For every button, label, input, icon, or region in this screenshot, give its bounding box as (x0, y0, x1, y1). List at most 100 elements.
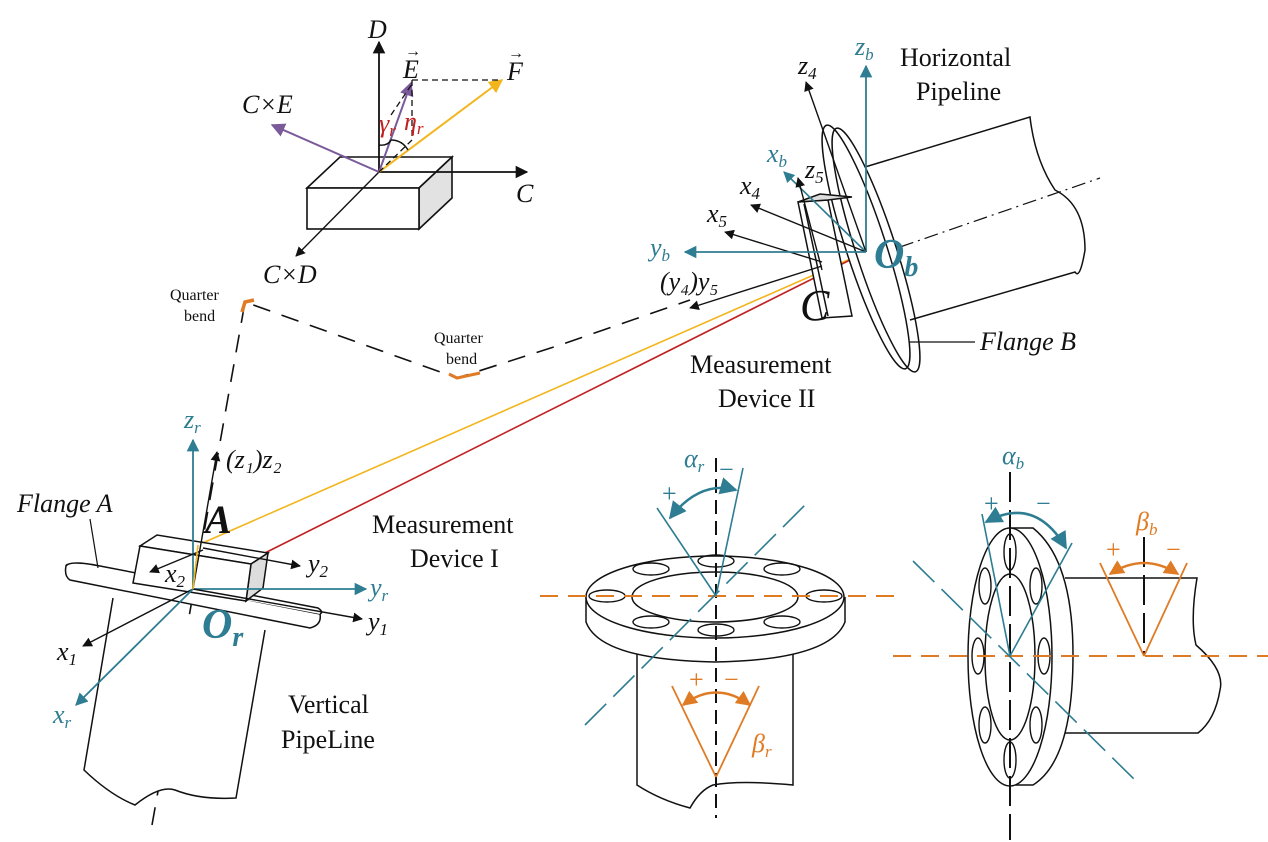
detail-b-alpha-label: αb (1002, 441, 1024, 473)
label-c-axis: C (516, 179, 534, 208)
measurement-device-1 (132, 534, 271, 603)
label-y4y5: (y₄)y₅ (660, 267, 718, 296)
label-z5: z5 (804, 155, 824, 187)
angle-arc-gamma (378, 139, 392, 146)
vertical-pipeline-title-2: PipeLine (281, 725, 375, 754)
quarter-bend-marker-1 (240, 298, 255, 313)
axis-cxd-arrow (295, 171, 380, 257)
vector-diagram: D C C×E C×D E → F → γr ηr (242, 15, 534, 289)
horizontal-pipeline-title-2: Pipeline (916, 77, 1001, 106)
axis-y1-arrow (192, 588, 363, 623)
axis-x5-arrow (724, 229, 823, 263)
label-yb: yb (647, 233, 670, 265)
detail-b-beta-plus: + (1106, 535, 1121, 564)
detail-r-alpha-line-right (715, 467, 744, 597)
label-z1z2: (z₁)z₂ (226, 445, 282, 474)
label-point-c: C (800, 281, 830, 330)
flange-b-rim (831, 127, 921, 373)
label-origin-or: Or (202, 602, 244, 653)
label-origin-ob: Ob (874, 232, 918, 283)
label-vector-f-arrow: → (508, 45, 524, 62)
vector-f-arrow (378, 79, 504, 173)
detail-b-beta-line-left (1099, 562, 1145, 657)
axis-y4y5-arrow (689, 265, 823, 310)
detail-r-alpha-arc (668, 477, 738, 520)
axis-z4-arrow (804, 81, 867, 253)
axis-x1-arrow (82, 588, 194, 647)
measurement-device-2-label-2: Device II (718, 384, 815, 413)
horizontal-pipe-body (864, 116, 1086, 321)
axis-y2-arrow (202, 547, 301, 570)
label-vector-e: E (402, 55, 419, 84)
axis-z5-arrow (795, 177, 823, 271)
axis-cxe-arrow (270, 123, 380, 173)
axis-xr-arrow (75, 588, 194, 706)
detail-r-beta-minus: − (724, 665, 739, 694)
quarter-bend-label-2b: bend (446, 351, 477, 368)
label-vector-f: F (506, 57, 524, 86)
quarter-bend-label-2: Quarter (434, 330, 484, 347)
measurement-device-1-label-2: Device I (410, 544, 499, 573)
label-y2: y2 (305, 549, 329, 581)
detail-r-pipe (636, 645, 794, 809)
angle-arc-eta (390, 139, 409, 151)
detail-b-alpha-line-right (1009, 542, 1073, 657)
detail-r-beta-label: βr (751, 729, 772, 761)
axis-x4-arrow (750, 203, 867, 253)
measurement-device-2-label: Measurement (690, 350, 832, 379)
detail-b-beta-minus: − (1166, 535, 1181, 564)
flange-a-leader (89, 518, 99, 569)
projection-dashes (378, 79, 502, 173)
detail-r-alpha-label: αr (684, 444, 705, 476)
detail-r-beta-line-left (671, 685, 717, 778)
vector-e-arrow (378, 81, 414, 173)
vertical-pipe-body (83, 597, 266, 806)
label-gamma: γr (379, 109, 396, 140)
horizontal-pipe-centerline (899, 177, 1101, 248)
vertical-pipeline-title: Vertical (288, 690, 369, 719)
label-xb: xb (766, 139, 787, 171)
label-z4: z4 (797, 51, 817, 83)
label-yr: yr (367, 573, 389, 605)
axis-x2-arrow (149, 549, 204, 574)
label-y1: y1 (365, 607, 388, 639)
detail-r-beta-line-right (715, 685, 760, 778)
label-eta: ηr (404, 107, 424, 138)
detail-b-diagonal-axis (912, 560, 1141, 786)
quarter-bend-label-1b: bend (184, 308, 215, 325)
flange-b-label: Flange B (979, 327, 1076, 356)
measurement-device-1-label: Measurement (372, 510, 514, 539)
label-x1: x1 (56, 637, 77, 669)
label-point-a: A (202, 497, 232, 542)
label-vector-e-arrow: → (405, 43, 421, 60)
label-x5: x5 (706, 199, 727, 231)
detail-b-beta-label: βb (1135, 507, 1157, 539)
laser-line-yellow (197, 251, 867, 546)
detail-r-alpha-plus: + (662, 479, 677, 508)
detail-b-alpha-minus: − (1036, 489, 1051, 518)
detail-b-alpha-arc (984, 506, 1068, 550)
laser-line-red (192, 251, 867, 590)
detail-r-beta-plus: + (689, 665, 704, 694)
horizontal-pipeline-title: Horizontal (900, 43, 1011, 72)
label-zb: zb (854, 32, 874, 64)
detail-r-bolt-holes (588, 554, 843, 637)
axis-z1z2-arrow (192, 451, 221, 590)
label-cxd: C×D (263, 260, 317, 289)
label-x4: x4 (739, 171, 761, 203)
vertical-pipeline-assembly: zr (z₁)z₂ A x2 y2 yr y1 x1 xr Or Flange … (16, 405, 514, 806)
pipe-route: Quarter bend Quarter bend (151, 287, 691, 826)
detail-b-beta-arc (1108, 560, 1180, 576)
detail-r-alpha-minus: − (719, 455, 734, 484)
detail-r-beta-arc (681, 690, 752, 707)
detail-horizontal-flange-angles: αb + − βb + − (893, 441, 1268, 840)
detail-r-alpha-line-left (656, 507, 717, 597)
detail-vertical-flange-angles: αr + − βr + − (540, 444, 900, 818)
label-xr: xr (52, 700, 72, 732)
detail-r-diagonal-axis (584, 499, 811, 726)
quarter-bend-marker-2 (448, 371, 481, 380)
quarter-bend-label-1: Quarter (170, 287, 220, 304)
label-zr: zr (183, 405, 201, 437)
label-d: D (367, 15, 387, 44)
